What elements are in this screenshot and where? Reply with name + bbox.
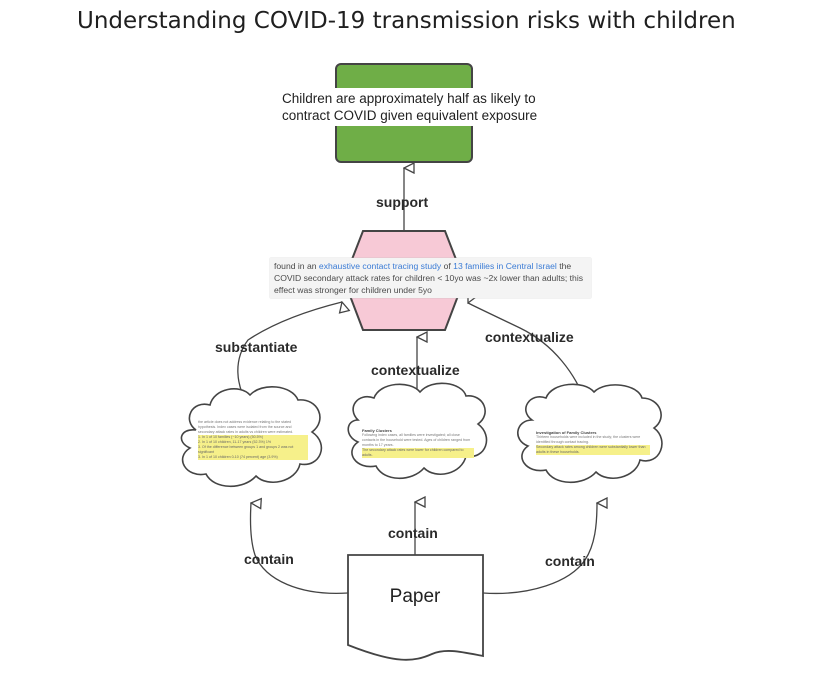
center-snippet-body: Following index cases, all families were… — [362, 433, 471, 447]
contain-left-edge — [250, 503, 349, 595]
contextualize-right-edge — [468, 303, 586, 401]
right-snippet-header: Investigation of Family Clusters — [536, 430, 597, 435]
contain-left-label: contain — [244, 551, 294, 567]
center-snippet-header: Family Clusters — [362, 428, 392, 433]
finding-prefix: found in an — [274, 261, 317, 271]
contain-right-label: contain — [545, 553, 595, 569]
substantiate-edge — [237, 302, 342, 406]
right-cloud-snippet: Investigation of Family Clusters Thirtee… — [536, 430, 650, 470]
right-snippet-body: Thirteen households were included in the… — [536, 435, 641, 444]
left-snippet-highlight: 1. In 1 of 10 families (~10 years) (50.5… — [198, 435, 308, 440]
contextualize-right-label: contextualize — [485, 329, 574, 345]
left-snippet-highlight: 2. In 1 of 10 children, 11-17 years (52.… — [198, 440, 308, 445]
families-link[interactable]: 13 families in Central Israel — [453, 261, 557, 271]
contain-center-label: contain — [388, 525, 438, 541]
finding-rest: the COVID secondary attack rates for chi… — [274, 261, 584, 295]
page-title: Understanding COVID-19 transmission risk… — [77, 8, 736, 34]
left-cloud-snippet: the article does not address evidence re… — [198, 420, 308, 476]
right-snippet-highlight: Secondary attack rates among children we… — [536, 445, 650, 455]
right-evidence-cloud[interactable] — [517, 383, 663, 483]
support-label: support — [376, 194, 429, 210]
study-link[interactable]: exhaustive contact tracing study — [318, 261, 442, 271]
finding-mid: of — [443, 261, 451, 271]
claim-text: Children are approximately half as likel… — [280, 88, 554, 126]
center-snippet-highlight: The secondary attack rates were lower fo… — [362, 448, 474, 458]
left-snippet-intro: the article does not address evidence re… — [198, 420, 294, 434]
left-snippet-highlight: 3. Of the difference between groups 1 an… — [198, 445, 308, 455]
paper-node[interactable] — [347, 554, 484, 661]
contain-right-edge — [482, 503, 597, 595]
left-snippet-highlight: 3. In 1 of 10 children 0-10 (74 percent)… — [198, 455, 308, 460]
paper-label: Paper — [389, 586, 441, 607]
contextualize-center-label: contextualize — [371, 362, 460, 378]
substantiate-label: substantiate — [215, 339, 298, 355]
finding-text: found in an exhaustive contact tracing s… — [270, 258, 591, 298]
center-cloud-snippet: Family Clusters Following index cases, a… — [362, 428, 474, 472]
